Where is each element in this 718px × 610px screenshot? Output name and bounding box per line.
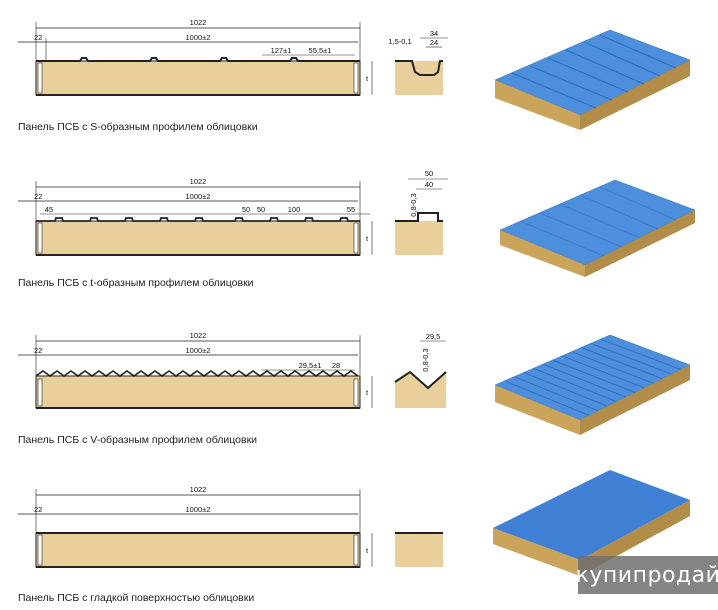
joint-left xyxy=(37,378,43,407)
caption: Панель ПСБ с t-образным профилем облицов… xyxy=(18,277,254,289)
caption: Панель ПСБ с S-образным профилем облицов… xyxy=(18,121,258,133)
panel-v-profile: 1022 1000±2 22 29,5±1 28 t 29,5 0,8-0,3 … xyxy=(0,310,718,460)
dim-total-label: 1022 xyxy=(190,331,207,340)
sample-rib xyxy=(513,376,599,412)
sample-side xyxy=(500,230,585,277)
profile-dim-1: 0,8-0,3 xyxy=(421,348,430,371)
panel-v-drawing: 1022 1000±2 22 29,5±1 28 t 29,5 0,8-0,3 xyxy=(18,331,691,435)
joint-right xyxy=(353,222,359,254)
sample-rib xyxy=(523,372,608,407)
panel-core xyxy=(35,220,361,256)
dim-inner-label: 1000±2 xyxy=(186,505,211,514)
sample-front xyxy=(580,60,690,130)
panel-core xyxy=(35,60,361,96)
joint-right xyxy=(353,62,359,94)
profile-dim-1: 34 xyxy=(430,29,438,38)
profile-dim-2: 24 xyxy=(430,38,438,47)
sample-rib xyxy=(504,380,590,416)
sample-rib xyxy=(552,359,636,393)
sample-ribs xyxy=(511,34,677,109)
sample-rib xyxy=(590,342,672,375)
dim-inner-label: 1000±2 xyxy=(186,192,211,201)
sample-front xyxy=(585,210,695,277)
joint-left xyxy=(37,534,43,566)
dim-edge-label: 22 xyxy=(34,33,42,42)
panel-core xyxy=(35,375,361,409)
dim-total-label: 1022 xyxy=(190,485,207,494)
sample-rib xyxy=(600,338,682,371)
joint-right xyxy=(353,378,359,407)
panel-s-drawing: 1022 1000±2 22 127±1 55,5±1 t 1,5-0,1 34… xyxy=(18,18,691,130)
sample-rib xyxy=(571,351,654,384)
sample-ribs xyxy=(504,338,682,416)
dim-t-4: 100 xyxy=(288,205,301,214)
dim-total-label: 1022 xyxy=(190,177,207,186)
caption: Панель ПСБ с гладкой поверхностью облицо… xyxy=(18,592,255,604)
joint-left xyxy=(37,222,43,254)
profile-sheet xyxy=(395,60,443,76)
sample-rib xyxy=(561,355,645,389)
top-sheet xyxy=(36,217,360,222)
sample-side xyxy=(493,528,580,576)
profile-core xyxy=(395,61,443,95)
dim-v-2: 28 xyxy=(332,361,340,370)
profile-dim-0: 50 xyxy=(425,169,433,178)
sample-front xyxy=(580,365,690,435)
profile-sheet xyxy=(395,212,443,222)
sample-side xyxy=(495,385,580,435)
sample-ribs xyxy=(519,186,677,257)
thickness-label: t xyxy=(366,74,369,83)
joint-left xyxy=(37,62,43,94)
profile-core xyxy=(395,221,443,255)
sample-top xyxy=(493,470,690,560)
profile-dim-2: 0,8-0,3 xyxy=(409,193,418,216)
profile-dim-0: 1,5-0,1 xyxy=(388,37,411,46)
dim-t-5: 55 xyxy=(347,205,355,214)
panel-core xyxy=(35,532,361,568)
dim-edge-label: 22 xyxy=(34,192,42,201)
dim-inner-label: 1000±2 xyxy=(186,33,211,42)
thickness-label: t xyxy=(366,388,369,397)
profile-sheet xyxy=(394,370,447,390)
panel-t-drawing: 1022 1000±2 22 45 50 50 100 55 t 50 40 0… xyxy=(18,169,696,277)
profile-core xyxy=(395,372,446,408)
thickness-label: t xyxy=(366,234,369,243)
watermark-logo: купипродай xyxy=(576,556,718,594)
profile-dim-1: 40 xyxy=(425,180,433,189)
sample-rib xyxy=(581,347,663,380)
profile-dim-0: 29,5 xyxy=(426,332,441,341)
dim-t-3: 50 xyxy=(257,205,265,214)
dim-t-2: 50 xyxy=(242,205,250,214)
dim-edge-label: 22 xyxy=(34,346,42,355)
panel-t-profile: 1022 1000±2 22 45 50 50 100 55 t 50 40 0… xyxy=(0,155,718,305)
dim-s-1: 127±1 xyxy=(271,46,292,55)
top-sheet xyxy=(35,370,359,377)
panel-smooth: 1022 1000±2 22 t Панель ПСБ с гладкой по… xyxy=(0,460,718,610)
dim-total-label: 1022 xyxy=(190,18,207,27)
dim-t-1: 45 xyxy=(45,205,53,214)
caption: Панель ПСБ с V-образным профилем облицов… xyxy=(18,434,258,446)
top-sheet xyxy=(36,57,360,62)
joint-right xyxy=(353,534,359,566)
sample-side xyxy=(495,80,580,130)
panel-s-profile: 1022 1000±2 22 127±1 55,5±1 t 1,5-0,1 34… xyxy=(0,0,718,150)
dim-edge-label: 22 xyxy=(34,505,42,514)
thickness-label: t xyxy=(366,546,369,555)
sample-rib xyxy=(542,363,627,398)
profile-core xyxy=(395,533,443,567)
dim-inner-label: 1000±2 xyxy=(186,346,211,355)
sample-rib xyxy=(533,367,617,403)
dim-s-2: 55,5±1 xyxy=(309,46,332,55)
dim-v-1: 29,5±1 xyxy=(299,361,322,370)
